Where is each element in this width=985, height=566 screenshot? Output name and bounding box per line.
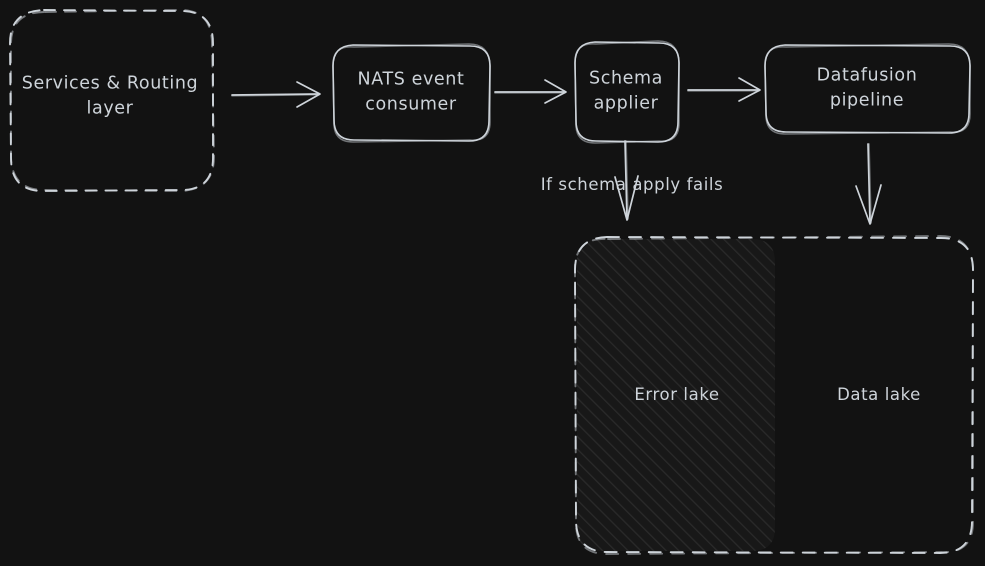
node-services-routing-layer[interactable]: [10, 10, 214, 191]
node-services-routing-layer-outline: [9, 9, 215, 192]
node-schema-applier-outline: [574, 40, 680, 144]
node-lake-container-outline: [574, 235, 974, 555]
edge-schema-to-datafusion: [687, 77, 761, 102]
edge-schema-to-error-lake: [614, 140, 639, 221]
arrowhead: [738, 77, 761, 102]
arrowhead: [296, 81, 321, 108]
node-schema-applier[interactable]: [575, 42, 679, 142]
arrowhead: [855, 184, 882, 225]
arrowhead: [614, 175, 639, 221]
zone-error-lake[interactable]: [577, 239, 775, 551]
node-nats-event-consumer[interactable]: [333, 45, 490, 141]
zone-data-lake[interactable]: [775, 239, 971, 551]
edge-nats-to-schema: [494, 79, 567, 104]
node-datafusion-pipeline-outline: [764, 43, 971, 135]
edge-datafusion-to-data-lake: [855, 143, 882, 225]
edge-services-to-nats: [231, 81, 321, 108]
node-datafusion-pipeline[interactable]: [765, 45, 970, 133]
node-nats-event-consumer-outline: [332, 43, 491, 143]
arrowhead: [544, 79, 567, 104]
error-lake-hatch-fill: [577, 239, 775, 551]
